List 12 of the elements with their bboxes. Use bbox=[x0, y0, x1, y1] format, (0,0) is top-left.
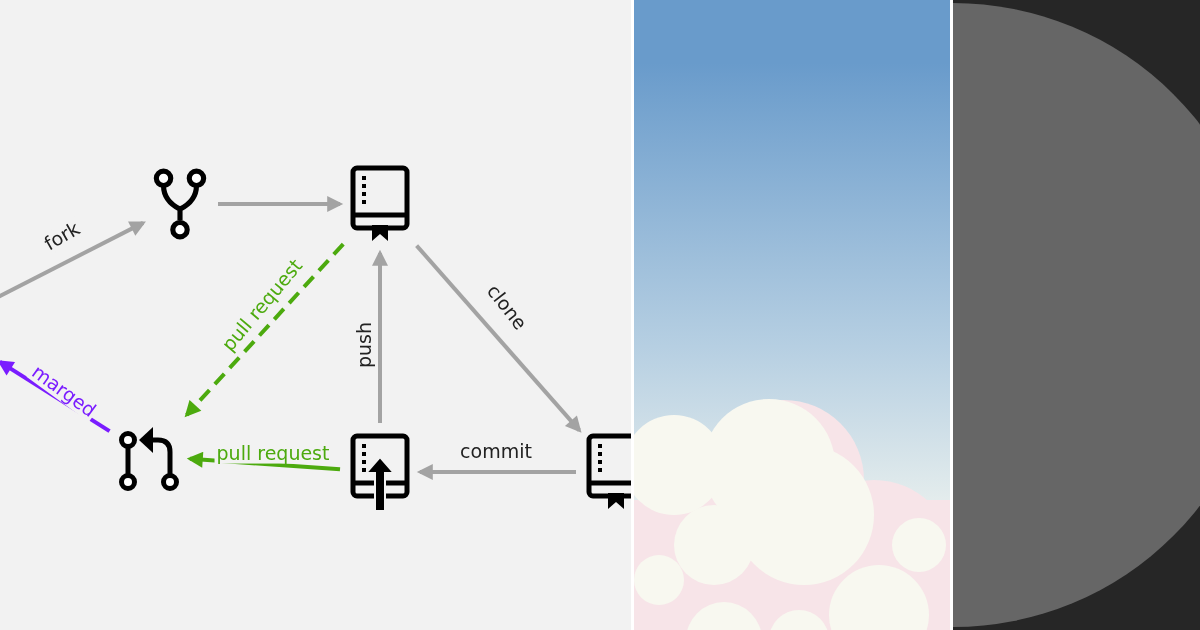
fork-icon bbox=[152, 168, 208, 240]
arrow bbox=[372, 249, 388, 423]
upload-book-icon bbox=[350, 433, 410, 511]
edge-label: pull request bbox=[214, 442, 332, 464]
book-icon bbox=[586, 433, 631, 511]
arrow bbox=[184, 242, 345, 418]
arrow bbox=[416, 464, 576, 480]
arrow bbox=[415, 244, 582, 433]
arrow bbox=[0, 221, 146, 299]
book-icon bbox=[350, 165, 410, 243]
edge-label: push bbox=[353, 320, 375, 370]
arrow bbox=[218, 196, 344, 212]
